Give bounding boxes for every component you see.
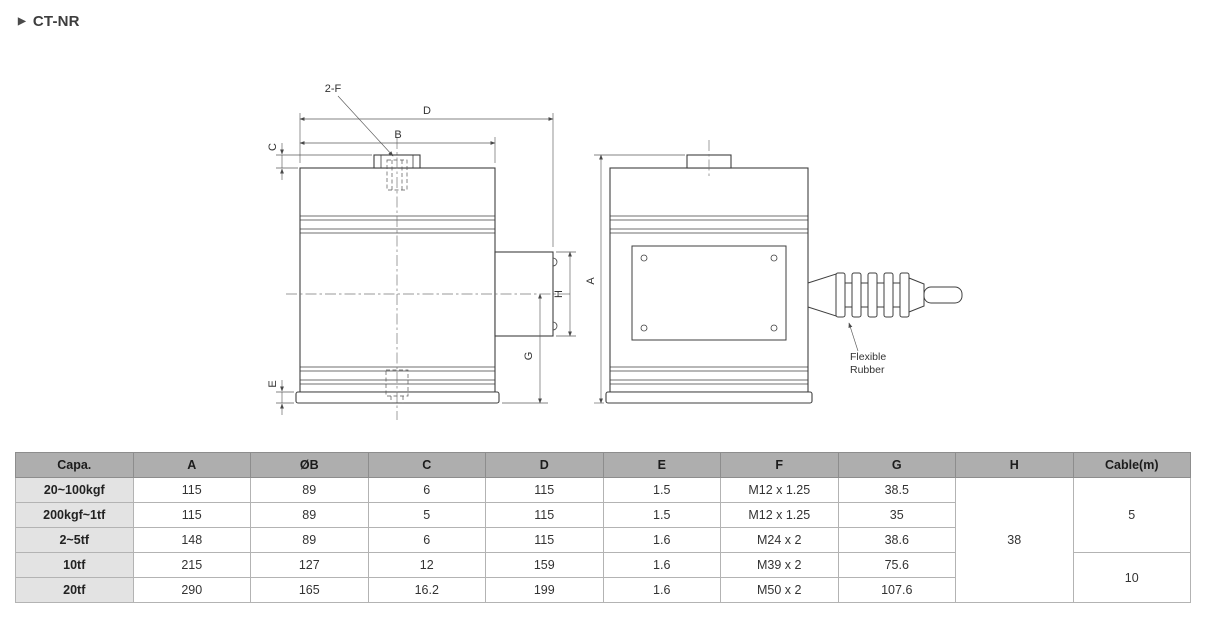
cell-a: 115 <box>132 477 251 503</box>
side-view-drawing <box>605 140 963 404</box>
dim-label-d: D <box>423 105 431 117</box>
technical-drawing: D B C E H G 2-F <box>267 83 963 420</box>
cell-a: 115 <box>132 502 251 528</box>
label-2f: 2-F <box>325 83 342 95</box>
cell-cable-merged-1: 5 <box>1072 477 1191 553</box>
table-header-row: Capa. A ØB C D E F G H Cable(m) <box>15 452 1191 478</box>
cell-g: 75.6 <box>837 552 956 578</box>
cell-b: 89 <box>250 502 369 528</box>
front-body <box>299 167 496 393</box>
cell-a: 148 <box>132 527 251 553</box>
dim-label-a: A <box>585 277 597 285</box>
cell-a: 215 <box>132 552 251 578</box>
cell-cable-merged-2: 10 <box>1072 552 1191 603</box>
cell-d: 199 <box>485 577 604 603</box>
front-center-lines <box>286 138 570 420</box>
col-header-capa: Capa. <box>15 452 134 478</box>
cell-b: 127 <box>250 552 369 578</box>
col-header-d: D <box>485 452 604 478</box>
col-header-a: A <box>132 452 251 478</box>
side-base <box>605 391 813 404</box>
flexible-rubber-label-line2: Rubber <box>850 364 885 376</box>
cell-b: 165 <box>250 577 369 603</box>
cell-e: 1.6 <box>602 527 721 553</box>
page-title: ▶ CT-NR <box>18 13 80 30</box>
front-grooves <box>300 215 495 385</box>
front-dimension-lines <box>276 95 576 415</box>
capacity-cell: 2~5tf <box>15 527 134 553</box>
arrow-marker-icon: ▶ <box>18 15 26 27</box>
col-header-h: H <box>955 452 1074 478</box>
cell-e: 1.6 <box>602 577 721 603</box>
dimension-table: Capa. A ØB C D E F G H Cable(m) 20~100kg… <box>15 452 1191 603</box>
table-row: 20~100kgf 115 89 6 115 1.5 M12 x 1.25 38… <box>15 477 1191 603</box>
cell-d: 115 <box>485 502 604 528</box>
cell-b: 89 <box>250 477 369 503</box>
cell-g: 107.6 <box>837 577 956 603</box>
col-header-b: ØB <box>250 452 369 478</box>
cell-d: 159 <box>485 552 604 578</box>
side-dimension-labels: A Flexible Rubber <box>585 277 886 376</box>
cell-g: 35 <box>837 502 956 528</box>
col-header-c: C <box>367 452 486 478</box>
cell-c: 6 <box>367 477 486 503</box>
cell-g: 38.6 <box>837 527 956 553</box>
capacity-cell: 20tf <box>15 577 134 603</box>
junction-box-plate <box>631 245 787 341</box>
model-name: CT-NR <box>32 13 80 30</box>
cell-f: M39 x 2 <box>720 552 839 578</box>
table-row: 20tf 290 165 16.2 199 1.6 M50 x 2 107.6 <box>15 577 1191 603</box>
side-body <box>609 167 809 393</box>
dimension-table-wrap: Capa. A ØB C D E F G H Cable(m) 20~100kg… <box>15 452 1191 603</box>
cell-d: 115 <box>485 477 604 503</box>
front-base <box>295 391 500 404</box>
cell-b: 89 <box>250 527 369 553</box>
dim-label-b: B <box>394 129 401 141</box>
table-row: 2~5tf 148 89 6 115 1.6 M24 x 2 38.6 <box>15 527 1191 553</box>
dim-label-c: C <box>267 143 279 151</box>
plate-screws <box>640 254 778 332</box>
capacity-cell: 20~100kgf <box>15 477 134 503</box>
col-header-g: G <box>837 452 956 478</box>
col-header-cable: Cable(m) <box>1072 452 1191 478</box>
cell-a: 290 <box>132 577 251 603</box>
cell-d: 115 <box>485 527 604 553</box>
dim-label-g: G <box>523 352 535 361</box>
capacity-cell: 10tf <box>15 552 134 578</box>
front-view-drawing <box>286 138 570 420</box>
cell-f: M24 x 2 <box>720 527 839 553</box>
cell-c: 5 <box>367 502 486 528</box>
capacity-cell: 200kgf~1tf <box>15 502 134 528</box>
cell-c: 12 <box>367 552 486 578</box>
dim-label-h: H <box>553 290 565 298</box>
cable-gland <box>807 272 963 318</box>
cell-f: M50 x 2 <box>720 577 839 603</box>
cell-c: 6 <box>367 527 486 553</box>
cell-e: 1.6 <box>602 552 721 578</box>
front-dimension-labels: D B C E H G 2-F <box>267 83 565 388</box>
side-grooves <box>610 215 808 385</box>
cell-e: 1.5 <box>602 477 721 503</box>
side-dimension-lines <box>594 154 859 404</box>
col-header-f: F <box>720 452 839 478</box>
cell-h-merged: 38 <box>955 477 1074 603</box>
cell-g: 38.5 <box>837 477 956 503</box>
cell-e: 1.5 <box>602 502 721 528</box>
cell-f: M12 x 1.25 <box>720 477 839 503</box>
col-header-e: E <box>602 452 721 478</box>
flexible-rubber-label-line1: Flexible <box>850 351 886 363</box>
cell-c: 16.2 <box>367 577 486 603</box>
cell-f: M12 x 1.25 <box>720 502 839 528</box>
dim-label-e: E <box>267 380 279 387</box>
